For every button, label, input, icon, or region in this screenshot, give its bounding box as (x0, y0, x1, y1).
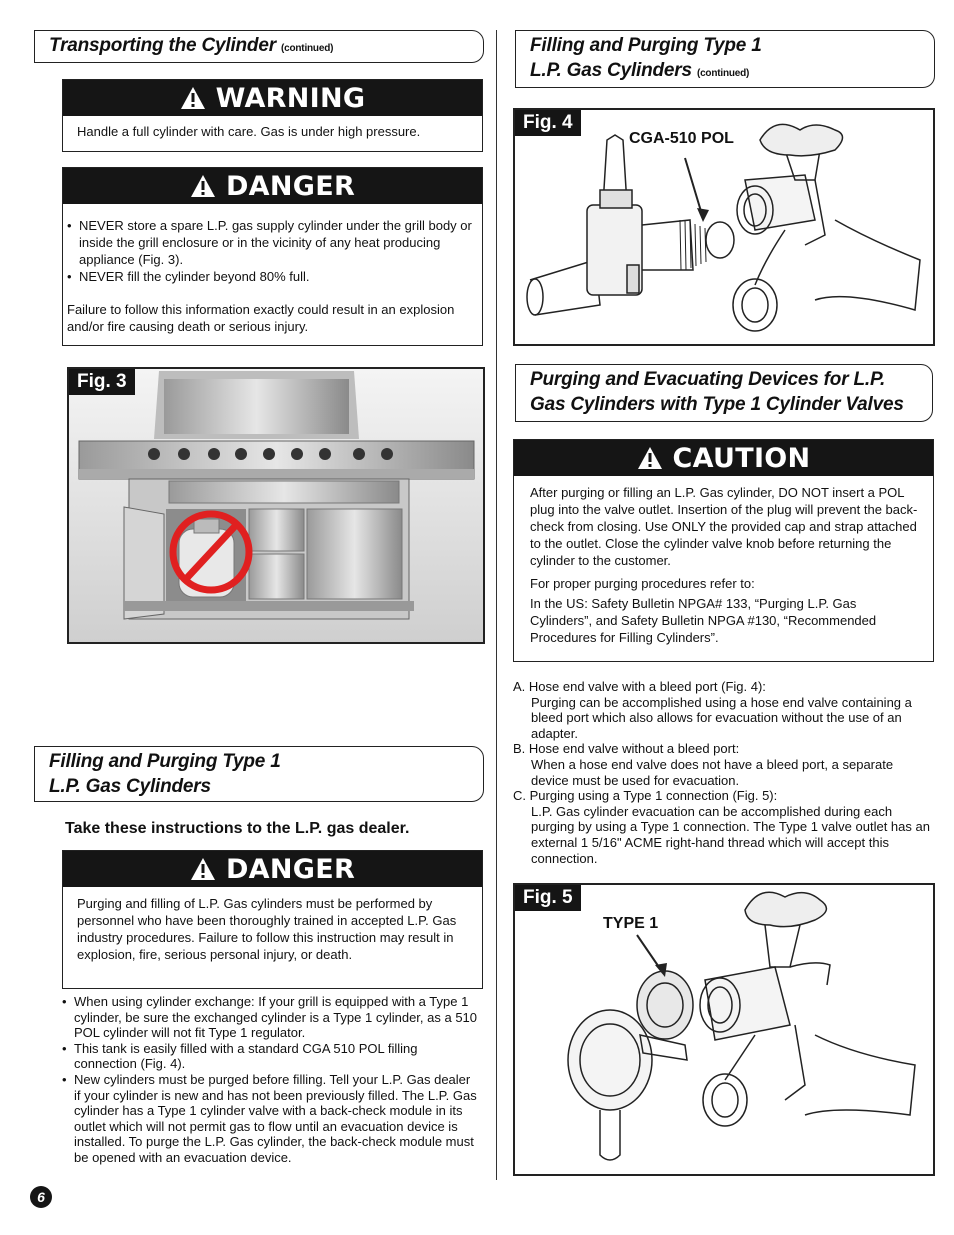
list-item: New cylinders must be purged before fill… (62, 1072, 480, 1166)
list-item: B. Hose end valve without a bleed port: … (513, 741, 933, 788)
type-1-connection-illustration (567, 891, 916, 1161)
fig-4-label: Fig. 4 (515, 110, 581, 136)
filling-bullet-list: When using cylinder exchange: If your gr… (62, 994, 480, 1166)
fig-3-label: Fig. 3 (69, 369, 135, 395)
list-item: This tank is easily filled with a standa… (62, 1041, 480, 1072)
item-head: C. Purging using a Type 1 connection (Fi… (513, 788, 778, 804)
list-item: C. Purging using a Type 1 connection (Fi… (513, 788, 933, 866)
caution-refer: For proper purging procedures refer to: (530, 576, 755, 591)
danger-bar: DANGER (63, 168, 482, 204)
caution-bar: CAUTION (514, 440, 933, 476)
take-instructions: Take these instructions to the L.P. gas … (65, 820, 410, 837)
danger-bullet-list: NEVER store a spare L.P. gas supply cyli… (67, 217, 478, 285)
item-body: When a hose end valve does not have a bl… (531, 756, 894, 788)
item-body: L.P. Gas cylinder evacuation can be acco… (531, 803, 930, 866)
warning-triangle-icon (190, 175, 215, 197)
failure-text: Failure to follow this information exact… (67, 302, 455, 334)
filling-title-line1: Filling and Purging Type 1 (49, 751, 281, 772)
warning-triangle-icon (637, 447, 662, 469)
list-item: NEVER fill the cylinder beyond 80% full. (67, 268, 478, 285)
filling-header-left: Filling and Purging Type 1 L.P. Gas Cyli… (34, 746, 484, 802)
caution-label: CAUTION (672, 442, 811, 474)
list-item: NEVER store a spare L.P. gas supply cyli… (67, 217, 478, 268)
figure-4: Fig. 4 CGA-510 POL (513, 108, 935, 346)
purging-header: Purging and Evacuating Devices for L.P. … (515, 364, 933, 422)
list-item: A. Hose end valve with a bleed port (Fig… (513, 679, 933, 741)
type-1-callout: TYPE 1 (603, 915, 659, 932)
item-head: A. Hose end valve with a bleed port (Fig… (513, 679, 766, 694)
filling-header-right: Filling and Purging Type 1 L.P. Gas Cyli… (515, 30, 935, 88)
danger-bar: DANGER (63, 851, 482, 887)
purging-method-list: A. Hose end valve with a bleed port (Fig… (513, 679, 933, 866)
continued-note: (continued) (696, 68, 750, 79)
danger-label: DANGER (225, 170, 356, 202)
caution-us-bulletin: In the US: Safety Bulletin NPGA# 133, “P… (530, 596, 877, 645)
danger-purging-text: Purging and filling of L.P. Gas cylinder… (77, 896, 457, 962)
item-head: B. Hose end valve without a bleed port: (513, 741, 740, 757)
column-divider (496, 30, 497, 1180)
continued-note: (continued) (281, 43, 334, 54)
page-number-text: 6 (37, 1189, 45, 1205)
warning-box: WARNING Handle a full cylinder with care… (62, 79, 483, 152)
warning-triangle-icon (190, 858, 215, 880)
warning-label: WARNING (215, 82, 366, 114)
warning-text: Handle a full cylinder with care. Gas is… (77, 124, 421, 139)
danger-box-purging: DANGER Purging and filling of L.P. Gas c… (62, 850, 483, 989)
fig-5-label: Fig. 5 (515, 885, 581, 911)
figure-3: Fig. 3 (67, 367, 485, 644)
figure-5: Fig. 5 TYPE 1 (513, 883, 935, 1176)
caution-box: CAUTION After purging or filling an L.P.… (513, 439, 934, 662)
item-body: Purging can be accomplished using a hose… (531, 694, 912, 741)
page-number: 6 (30, 1186, 52, 1208)
list-item: When using cylinder exchange: If your gr… (62, 994, 480, 1041)
filling-title-line2: L.P. Gas Cylinders (49, 776, 211, 797)
warning-bar: WARNING (63, 80, 482, 116)
transporting-title: Transporting the Cylinder (49, 35, 276, 56)
danger-box-storage: DANGER NEVER store a spare L.P. gas supp… (62, 167, 483, 346)
transporting-header: Transporting the Cylinder (continued) (34, 30, 484, 63)
warning-triangle-icon (180, 87, 205, 109)
caution-text: After purging or filling an L.P. Gas cyl… (530, 485, 918, 568)
cga-510-pol-callout: CGA-510 POL (629, 130, 734, 147)
filling-title-line1: Filling and Purging Type 1 (530, 35, 762, 56)
purging-title-line1: Purging and Evacuating Devices for L.P. (530, 369, 886, 390)
cga-510-pol-illustration (526, 123, 921, 332)
grill-illustration (69, 369, 483, 642)
filling-title-line2: L.P. Gas Cylinders (530, 60, 692, 81)
danger-label: DANGER (225, 853, 356, 885)
purging-title-line2: Gas Cylinders with Type 1 Cylinder Valve… (530, 394, 904, 415)
